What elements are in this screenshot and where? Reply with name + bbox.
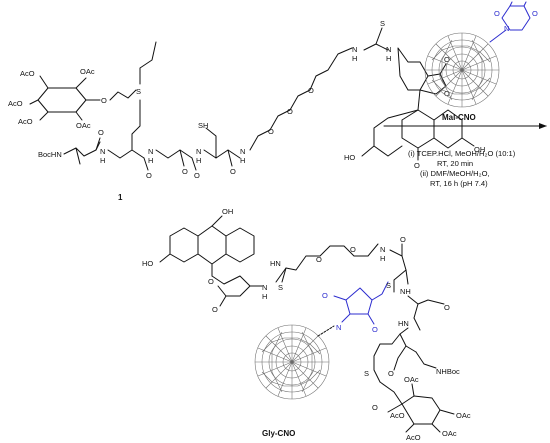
- h-label: H: [262, 292, 267, 301]
- maleimide-o-label: O: [494, 9, 500, 18]
- hydroxy-label: OH: [222, 207, 233, 216]
- aco-label: AcO: [8, 99, 23, 108]
- boc-nh-label: BocHN: [38, 150, 62, 159]
- h-label: H: [100, 156, 105, 165]
- maleimide-n-label: N: [504, 24, 509, 33]
- compound-1-atoms: OAc AcO AcO AcO OAc O S BocHN O N H O N …: [8, 19, 485, 180]
- h-label: H: [240, 156, 245, 165]
- condition-line-1: (i) TCEP.HCl, MeOH/H₂O (10:1): [408, 149, 516, 158]
- oxygen-label: O: [194, 171, 200, 180]
- hydroxy-label: HO: [142, 259, 153, 268]
- oxygen-label: O: [182, 167, 188, 176]
- aco-label: AcO: [406, 433, 421, 442]
- oxygen-label: O: [388, 369, 394, 378]
- oxygen-label: O: [268, 127, 274, 136]
- n-label: N: [352, 45, 357, 54]
- condition-line-4: RT, 16 h (pH 7.4): [430, 179, 488, 188]
- sulfur-label: S: [380, 19, 385, 28]
- oxygen-label: O: [308, 86, 314, 95]
- n-label: N: [380, 245, 385, 254]
- oxygen-label: O: [230, 167, 236, 176]
- oxygen-label: O: [414, 161, 420, 170]
- hydroxy-label: OH: [474, 145, 485, 154]
- oxygen-label: O: [98, 128, 104, 137]
- sulfur-label: S: [386, 281, 391, 290]
- mal-cno-reagent: N O O: [424, 1, 538, 108]
- n-label: N: [386, 45, 391, 54]
- hn-label: HN: [398, 319, 409, 328]
- oxygen-label: O: [372, 403, 378, 412]
- compound-1-label: 1: [118, 193, 123, 202]
- n-label: N: [262, 283, 267, 292]
- n-label: HN: [270, 259, 281, 268]
- oxygen-label: O: [287, 107, 293, 116]
- oxygen-label: O: [444, 89, 450, 98]
- gly-cno-label: Gly-CNO: [262, 429, 295, 438]
- oac-label: OAc: [76, 121, 91, 130]
- oac-label: OAc: [456, 411, 471, 420]
- oxygen-label: O: [444, 303, 450, 312]
- sulfur-label: S: [278, 283, 283, 292]
- nh-label: NH: [400, 287, 411, 296]
- compound-1-structure: [29, 27, 475, 171]
- reaction-conditions: (i) TCEP.HCl, MeOH/H₂O (10:1) RT, 20 min…: [408, 149, 516, 188]
- h-label: H: [386, 54, 391, 63]
- gly-cno-atoms: OH HO O O N H S HN O O N H O S NH O HN O…: [142, 207, 471, 442]
- h-label: H: [148, 156, 153, 165]
- thiol-label: SH: [198, 121, 208, 130]
- oxygen-label: O: [316, 255, 322, 264]
- oxygen-label: O: [101, 96, 107, 105]
- condition-line-2: RT, 20 min: [437, 159, 473, 168]
- aco-label: AcO: [20, 69, 35, 78]
- h-label: H: [380, 254, 385, 263]
- oac-label: OAc: [404, 375, 419, 384]
- sulfur-label: S: [364, 369, 369, 378]
- h-label: H: [196, 156, 201, 165]
- maleimide-o-label: O: [532, 9, 538, 18]
- oxygen-label: O: [400, 235, 406, 244]
- sulfur-label: S: [136, 87, 141, 96]
- aco-label: AcO: [18, 117, 33, 126]
- n-label: N: [196, 147, 201, 156]
- gly-cno-cage: [254, 324, 335, 400]
- mal-cno-label: Mal-CNO: [442, 113, 476, 122]
- oxygen-label: O: [146, 171, 152, 180]
- h-label: H: [352, 54, 357, 63]
- succinimide-n-label: N: [336, 323, 341, 332]
- hydroxy-label: HO: [344, 153, 355, 162]
- oxygen-label: O: [212, 305, 218, 314]
- oxygen-label: O: [208, 277, 214, 286]
- succinimide-o-label: O: [322, 291, 328, 300]
- n-label: N: [100, 147, 105, 156]
- oxygen-label: O: [350, 245, 356, 254]
- oac-label: OAc: [80, 67, 95, 76]
- n-label: N: [148, 147, 153, 156]
- oxygen-label: O: [444, 55, 450, 64]
- condition-line-3: (ii) DMF/MeOH/H₂O,: [420, 169, 490, 178]
- aco-label: AcO: [390, 411, 405, 420]
- succinimide-o-label: O: [372, 325, 378, 334]
- n-label: N: [240, 147, 245, 156]
- gly-cno-structure: [159, 215, 455, 433]
- oac-label: OAc: [442, 429, 457, 438]
- nh-boc-label: NHBoc: [436, 367, 460, 376]
